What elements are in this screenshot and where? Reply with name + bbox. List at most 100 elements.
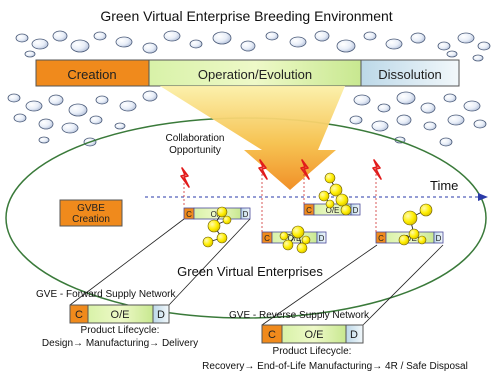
bubble-icon bbox=[443, 93, 457, 103]
mini-gve-4-oe-label: O/E bbox=[403, 234, 417, 243]
bubble-icon bbox=[240, 40, 256, 52]
time-label: Time bbox=[430, 178, 458, 193]
reverse-d bbox=[345, 324, 364, 344]
mini-gve-2-c-label: C bbox=[264, 234, 270, 243]
bubble-icon bbox=[423, 121, 437, 131]
lightning-icon bbox=[300, 159, 310, 180]
phase-creation-label: Creation bbox=[67, 67, 116, 82]
bubble-icon bbox=[396, 114, 412, 126]
phase-dissolution-label: Dissolution bbox=[378, 67, 442, 82]
mini-gve-4-network-node-icon bbox=[398, 234, 410, 246]
gvbe-creation-label-1: GVBE bbox=[77, 203, 105, 214]
connector-reverse-left bbox=[261, 244, 378, 326]
mini-gve-3-oe-label: O/E bbox=[326, 206, 340, 215]
bubble-icon bbox=[473, 119, 487, 129]
mini-gve-2-network-node-icon bbox=[301, 235, 311, 245]
bubble-icon bbox=[457, 32, 475, 44]
diagram-title: Green Virtual Enterprise Breeding Enviro… bbox=[100, 8, 393, 24]
mini-gve-1-d bbox=[240, 207, 251, 220]
reverse-lifecycle-title: Product Lifecycle: bbox=[272, 346, 352, 357]
mini-gve-1-network-node-icon bbox=[222, 215, 232, 225]
reverse-title: GVE - Reverse Supply Network bbox=[229, 310, 370, 321]
forward-lifecycle-title: Product Lifecycle: bbox=[80, 325, 160, 336]
mini-gve-1-network-node-icon bbox=[207, 219, 221, 233]
bubble-icon bbox=[189, 39, 203, 49]
mini-gve-3-network-node-icon bbox=[329, 183, 343, 197]
mini-gve-4-d-label: D bbox=[436, 234, 442, 243]
bubble-icon bbox=[114, 122, 126, 130]
bubble-icon bbox=[439, 137, 453, 147]
bubble-icon bbox=[115, 36, 133, 48]
bubble-icon bbox=[385, 38, 403, 50]
mini-gve-4-network-node-icon bbox=[419, 203, 433, 217]
forward-lifecycle: Design→ Manufacturing→ Delivery bbox=[41, 338, 199, 349]
bubble-icon bbox=[410, 32, 426, 44]
phase-creation bbox=[35, 59, 150, 87]
bubble-icon bbox=[61, 122, 79, 134]
bubble-icon bbox=[349, 115, 363, 125]
bubble-icon bbox=[477, 41, 491, 51]
connector-forward-left bbox=[69, 218, 185, 306]
mini-gve-4-network-node-icon bbox=[417, 235, 427, 245]
reverse-lifecycle: Recovery→ End-of-Life Manufacturing→ 4R … bbox=[202, 361, 468, 372]
mini-gve-2-oe-label: O/E bbox=[288, 234, 302, 243]
bubble-icon bbox=[336, 39, 356, 53]
bubble-icon bbox=[48, 94, 64, 106]
mini-gve-4-network-node-icon bbox=[402, 210, 418, 226]
gvbe-creation-box bbox=[59, 199, 123, 227]
mini-gve-3-network-node-icon bbox=[318, 190, 330, 202]
gve-label: Green Virtual Enterprises bbox=[177, 264, 323, 279]
mini-gve-2-d bbox=[316, 231, 327, 244]
mini-gve-3-network-node-icon bbox=[340, 204, 352, 216]
funnel-arrow bbox=[160, 86, 345, 190]
mini-gve-4-network-node-icon bbox=[408, 228, 420, 240]
forward-oe-label: O/E bbox=[111, 309, 130, 321]
bubble-icon bbox=[396, 91, 416, 105]
forward-d-label: D bbox=[157, 309, 165, 321]
mini-gve-3-network-node-icon bbox=[324, 172, 336, 184]
bubble-icon bbox=[13, 113, 27, 123]
bubble-icon bbox=[363, 31, 377, 41]
bubble-icon bbox=[24, 50, 36, 58]
bubble-icon bbox=[93, 31, 107, 41]
mini-gve-3-network-node-icon bbox=[325, 199, 335, 209]
bubble-icon bbox=[463, 100, 481, 112]
mini-gve-3-d-label: D bbox=[353, 206, 359, 215]
bubble-icon bbox=[437, 41, 451, 51]
connector-forward-right bbox=[168, 218, 251, 306]
bubble-icon bbox=[38, 136, 50, 144]
mini-gve-1-network-node-icon bbox=[216, 232, 228, 244]
reverse-d-label: D bbox=[350, 329, 358, 341]
bubble-icon bbox=[314, 30, 330, 42]
bubble-icon bbox=[163, 30, 181, 42]
bubble-icon bbox=[31, 38, 49, 50]
bubble-icon bbox=[353, 94, 371, 106]
lightning-icon bbox=[372, 159, 382, 180]
connector-reverse-right bbox=[362, 244, 444, 326]
mini-gve-1-c-label: C bbox=[186, 210, 192, 219]
mini-gve-2-network-node-icon bbox=[296, 242, 308, 254]
mini-gve-2-d-label: D bbox=[319, 234, 325, 243]
gvbe-creation-label-2: Creation bbox=[72, 214, 110, 225]
bubble-icon bbox=[289, 36, 307, 48]
lightning-group bbox=[180, 159, 382, 188]
bubble-icon bbox=[89, 115, 103, 125]
bubble-icon bbox=[377, 103, 391, 113]
bubble-icon bbox=[119, 100, 137, 112]
forward-d bbox=[152, 304, 170, 324]
mini-gve-3-network-node-icon bbox=[335, 193, 349, 207]
lightning-icon bbox=[180, 167, 190, 188]
bubble-icon bbox=[70, 39, 90, 53]
forward-c-label: C bbox=[75, 309, 83, 321]
bubble-icon bbox=[371, 120, 389, 132]
phase-dissolution bbox=[360, 59, 460, 87]
bubble-icon bbox=[446, 50, 458, 58]
bubble-icon bbox=[265, 31, 279, 41]
bubble-icon bbox=[38, 118, 54, 130]
bubble-icon bbox=[52, 30, 68, 42]
bubble-icon bbox=[212, 31, 232, 45]
mini-gve-4-d bbox=[433, 231, 444, 244]
bubble-icon bbox=[15, 33, 29, 43]
reverse-c-label: C bbox=[268, 329, 276, 341]
